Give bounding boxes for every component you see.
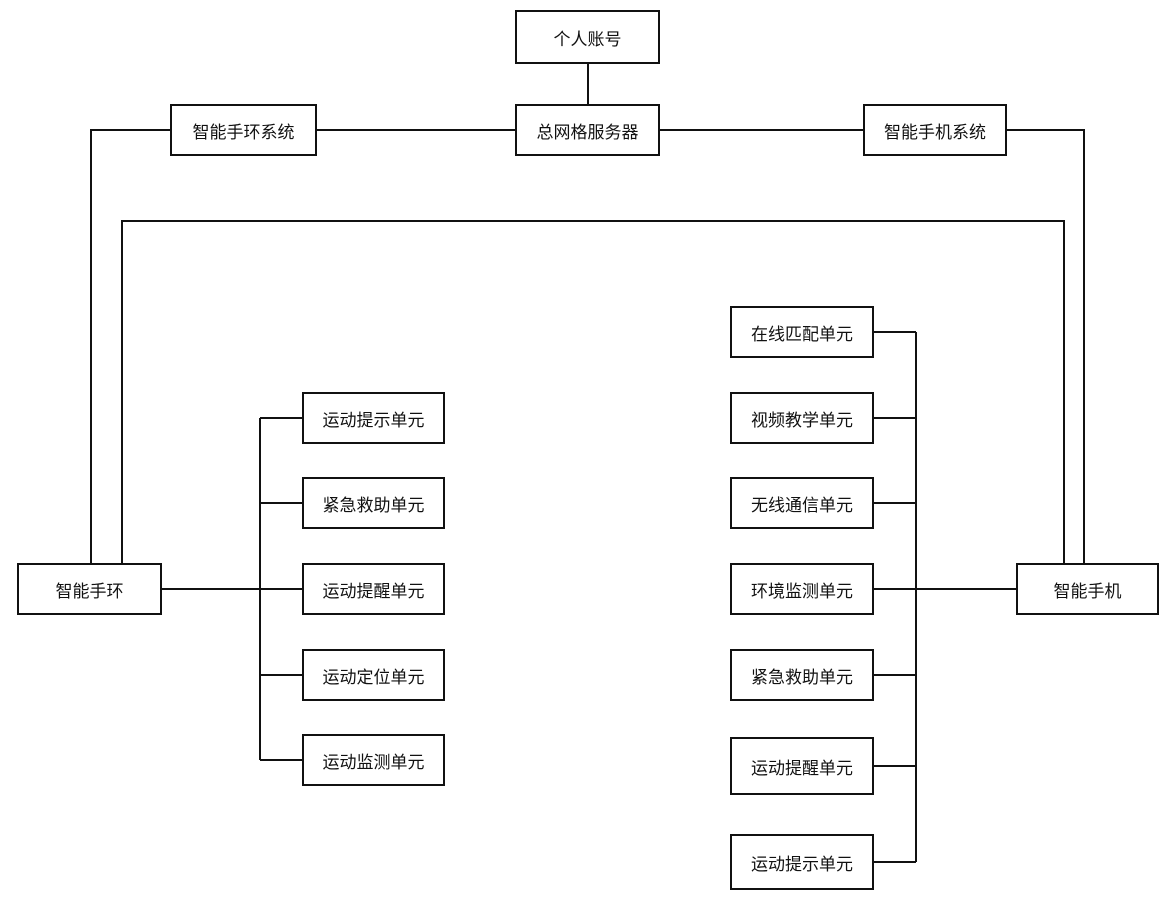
phone-unit-7: 运动提示单元 [730,834,874,890]
link-band-system-band [91,130,170,563]
phone-unit-2: 视频教学单元 [730,392,874,444]
link-phone-system-phone [1007,130,1084,563]
band-system-box: 智能手环系统 [170,104,317,156]
phone-unit-6: 运动提醒单元 [730,737,874,795]
band-box: 智能手环 [17,563,162,615]
band-unit-2: 紧急救助单元 [302,477,445,529]
phone-unit-1: 在线匹配单元 [730,306,874,358]
account-box: 个人账号 [515,10,660,64]
band-unit-5: 运动监测单元 [302,734,445,786]
band-unit-4: 运动定位单元 [302,649,445,701]
band-unit-1: 运动提示单元 [302,392,445,444]
link-band-phone [122,221,1064,563]
phone-unit-5: 紧急救助单元 [730,649,874,701]
phone-unit-4: 环境监测单元 [730,563,874,615]
phone-box: 智能手机 [1016,563,1159,615]
phone-system-box: 智能手机系统 [863,104,1007,156]
phone-unit-3: 无线通信单元 [730,477,874,529]
band-unit-3: 运动提醒单元 [302,563,445,615]
server-box: 总网格服务器 [515,104,660,156]
